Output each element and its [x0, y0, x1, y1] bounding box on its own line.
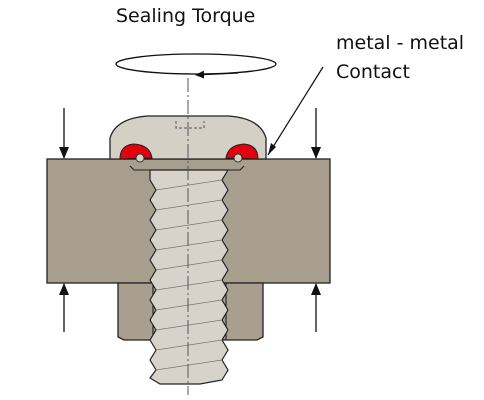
rotation-arrow-icon — [115, 53, 277, 79]
sealing-ring-left — [119, 143, 153, 163]
sealing-torque-label: Sealing Torque — [116, 5, 255, 27]
sealing-ring-right — [225, 143, 259, 163]
clamp-arrow-icon — [59, 108, 321, 332]
pointer-arrow-icon — [267, 66, 324, 156]
contact-label-line2: Contact — [336, 61, 410, 83]
contact-label-line1: metal - metal — [336, 32, 464, 54]
screw-shank — [149, 169, 230, 385]
